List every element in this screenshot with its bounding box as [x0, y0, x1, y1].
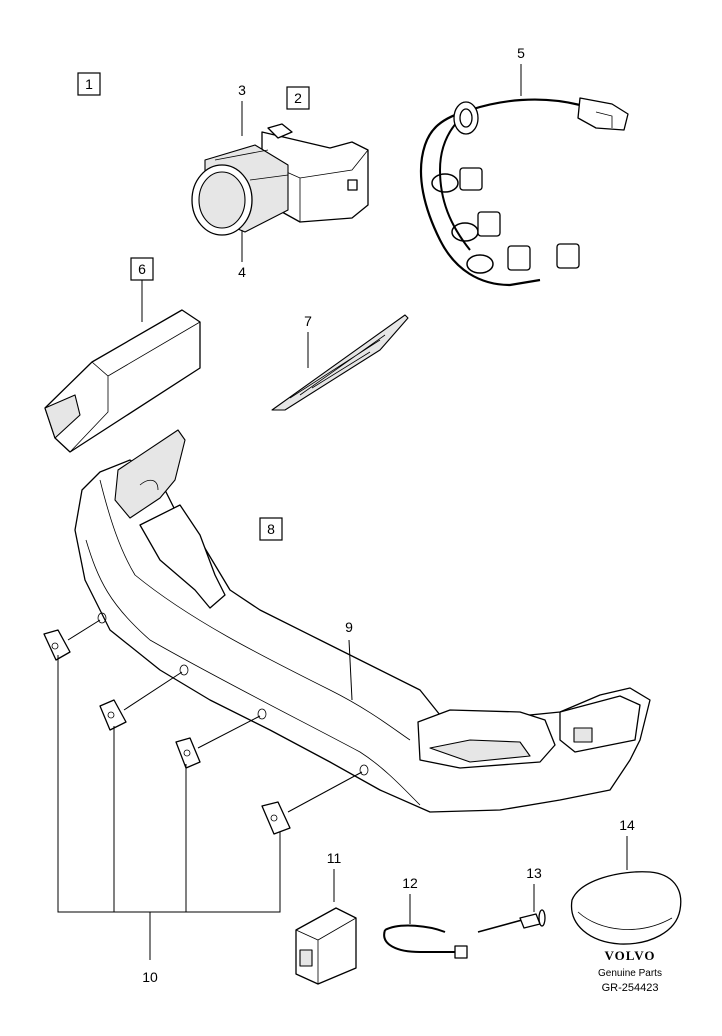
callout-8: 8 — [267, 521, 275, 537]
bumper-cover: 9 — [74, 429, 651, 813]
rivet: 13 — [477, 865, 546, 933]
cover-plate: 14 — [570, 817, 682, 945]
cable-tie: 12 — [383, 875, 468, 959]
sensor-holder-2 — [99, 699, 127, 731]
brand-subtitle: Genuine Parts — [598, 968, 662, 979]
callout-6: 6 — [138, 261, 146, 277]
bumper-inner-panel — [139, 504, 226, 609]
relay-body — [295, 907, 357, 985]
sensor-hole-3 — [257, 708, 267, 720]
sensor-membrane — [198, 171, 246, 229]
callout-2: 2 — [294, 90, 302, 106]
sensor-hole-4 — [359, 764, 369, 776]
relay: 11 — [295, 850, 357, 985]
control-module: 6 — [44, 257, 201, 453]
rivet-head — [538, 909, 546, 927]
callout-1: 1 — [85, 76, 93, 92]
sensor-holder-4 — [261, 801, 291, 835]
callout-12: 12 — [402, 875, 418, 891]
bumper-left-bracket — [114, 429, 186, 519]
callout-box-2: 2 — [286, 86, 310, 110]
callout-4: 4 — [238, 264, 246, 280]
bumper-body — [74, 459, 651, 813]
bracket-tab — [267, 123, 293, 139]
cable-tie-head — [454, 945, 468, 959]
sensor-hole-2 — [179, 664, 189, 676]
callout-9: 9 — [345, 619, 353, 635]
callout-14: 14 — [619, 817, 635, 833]
bracket-clip — [347, 179, 358, 191]
parking-sensor: 2 3 4 — [191, 82, 369, 280]
harness-connector-1 — [459, 167, 483, 191]
tape-strip — [271, 314, 409, 411]
callout-box-1: 1 — [77, 72, 101, 96]
callout-10: 10 — [142, 969, 158, 985]
module-connector — [44, 394, 81, 439]
callout-3: 3 — [238, 82, 246, 98]
brand-logo: VOLVO — [604, 948, 656, 963]
adhesive-tape: 7 — [271, 313, 409, 411]
harness-connector-3 — [507, 245, 531, 271]
sensor-holder-1 — [43, 629, 71, 661]
callout-box-8: 8 — [259, 517, 283, 541]
harness-connector-4 — [556, 243, 580, 269]
cover-plate-shape — [570, 871, 682, 945]
harness-connector-2 — [477, 211, 501, 237]
sensor-hole-1 — [97, 612, 107, 624]
sensor-holder-3 — [175, 737, 201, 769]
callout-7: 7 — [304, 313, 312, 329]
callout-box-6: 6 — [130, 257, 154, 281]
bumper-right-slot — [573, 727, 593, 743]
bumper-reflector — [429, 739, 531, 763]
wiring-harness: 5 — [419, 45, 629, 287]
sensor-holders: 10 — [43, 619, 363, 985]
rivet-body — [519, 913, 541, 929]
callout-11: 11 — [327, 850, 342, 866]
relay-label — [299, 949, 313, 967]
diagram-reference: GR-254423 — [601, 982, 659, 994]
callout-13: 13 — [526, 865, 542, 881]
callout-5: 5 — [517, 45, 525, 61]
